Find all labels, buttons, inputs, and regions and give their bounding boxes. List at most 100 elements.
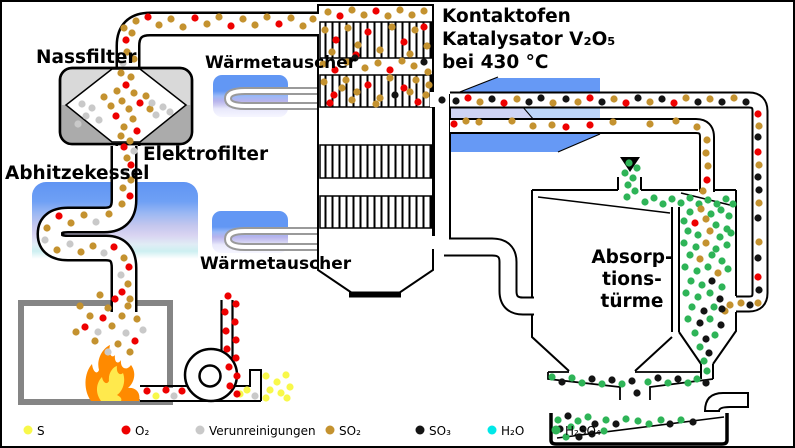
molecule-dot-O2 xyxy=(224,292,232,300)
molecule-dot-S xyxy=(262,394,270,402)
legend-label-SO3: SO₃ xyxy=(429,424,451,438)
molecule-dot-SO3 xyxy=(488,95,496,103)
molecule-dot-SO3 xyxy=(705,349,713,357)
molecule-dot-HS xyxy=(574,417,582,425)
molecule-dot-HS xyxy=(727,229,735,237)
molecule-dot-HS xyxy=(562,433,570,441)
molecule-dot-SO2 xyxy=(127,176,135,184)
molecule-dot-SO2 xyxy=(167,15,175,23)
molecule-dot-O2 xyxy=(586,94,594,102)
molecule-dot-SO3 xyxy=(754,214,762,222)
molecule-dot-O2 xyxy=(622,99,630,107)
molecule-dot-O2 xyxy=(400,38,408,46)
molecule-dot-SO2 xyxy=(120,24,128,32)
molecule-dot-SO2 xyxy=(125,105,133,113)
molecule-dot-SO2 xyxy=(360,11,368,19)
molecule-dot-SO3 xyxy=(588,430,596,438)
molecule-dot-O2 xyxy=(122,81,130,89)
molecule-dot-SO2 xyxy=(703,136,711,144)
molecule-dot-O2 xyxy=(136,99,144,107)
legend-label-H2O: H₂O xyxy=(501,424,524,438)
molecule-dot-SO2 xyxy=(76,302,84,310)
molecule-dot-SO2 xyxy=(155,21,163,29)
molecule-dot-HS xyxy=(600,427,608,435)
molecule-dot-SO2 xyxy=(77,248,85,256)
molecule-dot-SO2 xyxy=(754,299,762,307)
molecule-dot-O2 xyxy=(225,363,233,371)
molecule-dot-HS xyxy=(684,227,692,235)
molecule-dot-SO2 xyxy=(328,48,336,56)
molecule-dot-V xyxy=(170,392,178,400)
molecule-dot-HS xyxy=(645,420,653,428)
molecule-dot-O2 xyxy=(223,345,231,353)
molecule-dot-S xyxy=(262,372,270,380)
molecule-dot-SO2 xyxy=(348,6,356,14)
molecule-dot-HS xyxy=(723,241,731,249)
molecule-dot-HS xyxy=(623,193,631,201)
molecule-dot-SO3 xyxy=(717,321,725,329)
molecule-dot-HS xyxy=(686,194,694,202)
molecule-dot-SO3 xyxy=(718,98,726,106)
kontaktofen-vessel xyxy=(317,4,434,298)
svg-text:Kontaktofen: Kontaktofen xyxy=(442,6,571,27)
molecule-dot-SO3 xyxy=(702,335,710,343)
molecule-dot-S xyxy=(273,378,281,386)
molecule-dot-SO2 xyxy=(406,50,414,58)
molecule-dot-O2 xyxy=(232,336,240,344)
molecule-dot-SO2 xyxy=(730,94,738,102)
molecule-dot-HS xyxy=(694,293,702,301)
molecule-dot-SO3 xyxy=(755,186,763,194)
molecule-dot-SO2 xyxy=(80,211,88,219)
molecule-dot-SO2 xyxy=(646,120,654,128)
molecule-dot-SO2 xyxy=(107,102,115,110)
legend-item-V: Verunreinigungen xyxy=(195,424,316,438)
legend-item-SO3: SO₃ xyxy=(415,424,451,438)
molecule-dot-HS xyxy=(688,303,696,311)
svg-text:tions-: tions- xyxy=(602,269,662,290)
molecule-dot-SO2 xyxy=(348,96,356,104)
molecule-dot-SO2 xyxy=(372,100,380,108)
molecule-dot-SO2 xyxy=(702,149,710,157)
molecule-dot-HS xyxy=(677,199,685,207)
molecule-dot-O2 xyxy=(586,121,594,129)
molecule-dot-SO2 xyxy=(324,8,332,16)
molecule-dot-HS xyxy=(686,208,694,216)
molecule-dot-O2 xyxy=(133,127,141,135)
molecule-dot-O2 xyxy=(231,318,239,326)
blower-hub xyxy=(198,364,222,388)
molecule-dot-SO2 xyxy=(105,210,113,218)
molecule-dot-SO2 xyxy=(548,121,556,129)
svg-text:Absorp-: Absorp- xyxy=(591,247,672,268)
molecule-dot-O2 xyxy=(81,323,89,331)
molecule-dot-O2 xyxy=(420,23,428,31)
molecule-dot-SO2 xyxy=(299,22,307,30)
molecule-dot-HS xyxy=(704,263,712,271)
drain-elbow xyxy=(703,392,749,412)
molecule-dot-SO2 xyxy=(67,219,75,227)
molecule-dot-S xyxy=(283,394,291,402)
molecule-dot-HS xyxy=(704,196,712,204)
molecule-dot-SO3 xyxy=(746,301,754,309)
molecule-dot-O2 xyxy=(233,390,241,398)
legend-dot-SO2 xyxy=(325,425,335,435)
label-waermetauscher-oben: Wärmetauscher xyxy=(205,53,357,73)
molecule-dot-HS xyxy=(634,417,642,425)
molecule-dot-HS xyxy=(567,423,575,431)
molecule-dot-O2 xyxy=(400,84,408,92)
molecule-dot-SO2 xyxy=(410,62,418,70)
molecule-dot-V xyxy=(66,240,74,248)
molecule-dot-O2 xyxy=(500,99,508,107)
molecule-dot-SO3 xyxy=(658,95,666,103)
molecule-dot-O2 xyxy=(232,300,240,308)
legend-item-SO2: SO₂ xyxy=(325,424,361,438)
molecule-dot-SO2 xyxy=(412,76,420,84)
molecule-dot-O2 xyxy=(562,123,570,131)
molecule-dot-HS xyxy=(624,181,632,189)
wt-u-tubes xyxy=(223,87,319,251)
molecule-dot-V xyxy=(152,111,160,119)
molecule-dot-HS xyxy=(680,217,688,225)
molecule-dot-HS xyxy=(668,195,676,203)
molecule-dot-HS xyxy=(694,231,702,239)
molecule-dot-SO2 xyxy=(386,74,394,82)
